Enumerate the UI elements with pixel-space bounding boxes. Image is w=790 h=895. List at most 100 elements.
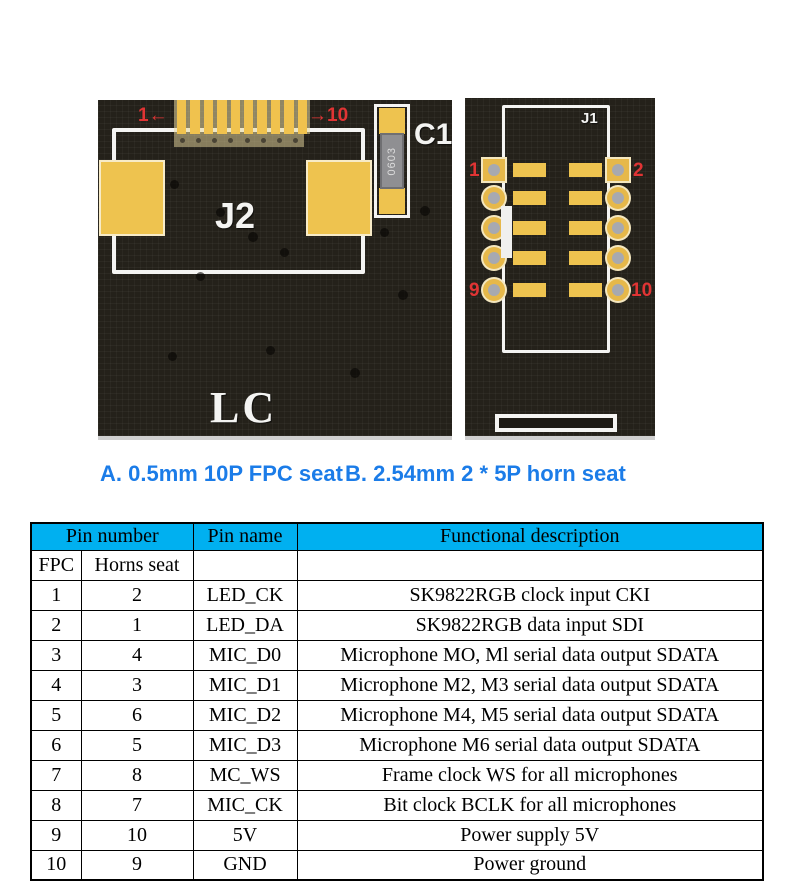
- subheader-fpc: FPC: [30, 549, 82, 581]
- table-row: 7 8 MC_WS Frame clock WS for all microph…: [30, 759, 764, 791]
- table-row: 10 9 GND Power ground: [30, 849, 764, 881]
- subheader-horns-seat: Horns seat: [80, 549, 194, 581]
- pin1-notch-marker: [501, 206, 512, 258]
- lc-logo: LC: [210, 383, 278, 432]
- smd-pad: [513, 283, 546, 297]
- smd-pad: [569, 191, 602, 205]
- table-header-row: Pin number Pin name Functional descripti…: [30, 522, 764, 551]
- refdes-c1: C1: [414, 118, 452, 151]
- cell-pin-name: MC_WS: [192, 759, 298, 791]
- cell-horn: 5: [80, 729, 194, 761]
- cell-description: Power ground: [296, 849, 764, 881]
- cell-description: Power supply 5V: [296, 819, 764, 851]
- caption-fpc-seat: A. 0.5mm 10P FPC seat: [100, 461, 343, 486]
- capacitor-marking-text: 0603: [386, 146, 398, 176]
- cell-pin-name: LED_CK: [192, 579, 298, 611]
- smd-pad: [513, 191, 546, 205]
- pcb-footprint-a: 1← →10 J2 0603 C1 LC: [98, 100, 452, 440]
- via-dot: [196, 272, 205, 281]
- cell-fpc: 1: [30, 579, 82, 611]
- header-description: Functional description: [296, 522, 764, 551]
- th-pad-4: [605, 185, 631, 211]
- fpc-finger-holes: [174, 134, 304, 147]
- cell-pin-name: 5V: [192, 819, 298, 851]
- table-row: 2 1 LED_DA SK9822RGB data input SDI: [30, 609, 764, 641]
- cell-fpc: 10: [30, 849, 82, 881]
- cell-pin-name: MIC_D2: [192, 699, 298, 731]
- capacitor-pad-top: [379, 108, 405, 134]
- cell-fpc: 9: [30, 819, 82, 851]
- cell-fpc: 2: [30, 609, 82, 641]
- header-pin-name: Pin name: [192, 522, 298, 551]
- capacitor-body: 0603: [380, 133, 404, 189]
- anchor-pad-right: [306, 160, 372, 236]
- anchor-pad-left: [99, 160, 165, 236]
- cell-fpc: 4: [30, 669, 82, 701]
- cell-description: Microphone MO, Ml serial data output SDA…: [296, 639, 764, 671]
- subheader-empty: [192, 549, 298, 581]
- capacitor-c1: 0603: [374, 104, 410, 218]
- via-dot: [248, 232, 258, 242]
- cell-horn: 2: [80, 579, 194, 611]
- table-row: 5 6 MIC_D2 Microphone M4, M5 serial data…: [30, 699, 764, 731]
- capacitor-pad-bottom: [379, 188, 405, 214]
- cell-description: Microphone M4, M5 serial data output SDA…: [296, 699, 764, 731]
- th-pad-10: [605, 277, 631, 303]
- cell-pin-name: MIC_D1: [192, 669, 298, 701]
- th-pad-9: [481, 277, 507, 303]
- cell-fpc: 3: [30, 639, 82, 671]
- cell-pin-name: LED_DA: [192, 609, 298, 641]
- via-dot: [168, 352, 177, 361]
- smd-pad: [569, 163, 602, 177]
- cell-horn: 4: [80, 639, 194, 671]
- cell-description: Microphone M6 serial data output SDATA: [296, 729, 764, 761]
- cell-pin-name: MIC_D3: [192, 729, 298, 761]
- cell-horn: 1: [80, 609, 194, 641]
- via-dot: [280, 248, 289, 257]
- header-pin-number: Pin number: [30, 522, 194, 551]
- cell-pin-name: MIC_CK: [192, 789, 298, 821]
- cell-description: Frame clock WS for all microphones: [296, 759, 764, 791]
- smd-pad: [513, 251, 546, 265]
- via-dot: [266, 346, 275, 355]
- cell-horn: 10: [80, 819, 194, 851]
- th-pad-8: [605, 245, 631, 271]
- fpc-finger-pads: [174, 100, 310, 134]
- cell-horn: 8: [80, 759, 194, 791]
- th-pad-2: [605, 157, 631, 183]
- pin10-label: 10: [631, 280, 653, 301]
- silkscreen-bottom-bar: [495, 414, 617, 432]
- cell-pin-name: GND: [192, 849, 298, 881]
- cell-description: SK9822RGB data input SDI: [296, 609, 764, 641]
- pin1-label: 1: [469, 160, 480, 181]
- smd-pad: [569, 251, 602, 265]
- pin10-arrow-label: →10: [308, 105, 349, 126]
- pin9-label: 9: [469, 280, 480, 301]
- refdes-j1: J1: [581, 110, 598, 127]
- cell-fpc: 7: [30, 759, 82, 791]
- pin2-label: 2: [633, 160, 644, 181]
- smd-pad: [569, 221, 602, 235]
- cell-pin-name: MIC_D0: [192, 639, 298, 671]
- smd-pad: [513, 163, 546, 177]
- pin1-arrow-label: 1←: [138, 105, 168, 126]
- pin-mapping-table: Pin number Pin name Functional descripti…: [30, 522, 764, 881]
- cell-fpc: 6: [30, 729, 82, 761]
- th-pad-6: [605, 215, 631, 241]
- via-dot: [170, 180, 179, 189]
- via-dot: [398, 290, 408, 300]
- cell-horn: 9: [80, 849, 194, 881]
- table-row: 6 5 MIC_D3 Microphone M6 serial data out…: [30, 729, 764, 761]
- table-subheader-row: FPC Horns seat: [30, 549, 764, 581]
- cell-description: Bit clock BCLK for all microphones: [296, 789, 764, 821]
- subheader-empty: [296, 549, 764, 581]
- smd-pad: [569, 283, 602, 297]
- table-row: 1 2 LED_CK SK9822RGB clock input CKI: [30, 579, 764, 611]
- via-dot: [380, 228, 389, 237]
- via-dot: [216, 208, 225, 217]
- pcb-footprint-b: J1 1 2 9 10: [465, 98, 655, 440]
- smd-pad: [513, 221, 546, 235]
- cell-fpc: 5: [30, 699, 82, 731]
- via-dot: [420, 206, 430, 216]
- cell-description: SK9822RGB clock input CKI: [296, 579, 764, 611]
